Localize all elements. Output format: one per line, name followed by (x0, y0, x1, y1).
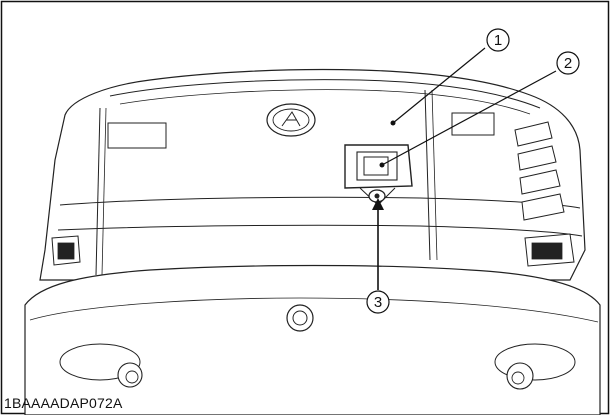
callout-3-number: 3 (374, 294, 382, 311)
figure-code: 1BAAAADAP072A (4, 395, 123, 411)
right-lamp (451, 112, 495, 136)
left-lower-knob-inner (125, 370, 139, 384)
left-seam-2 (101, 107, 107, 276)
emblem-mark (281, 111, 301, 127)
right-seam (424, 89, 431, 261)
lower-bolt-center (374, 193, 380, 199)
left-side-light-inner (57, 242, 75, 260)
right-seam-2 (431, 89, 438, 261)
lower-bumper (24, 264, 601, 415)
callout-2-number: 2 (564, 55, 572, 72)
callout-2-circle (556, 51, 580, 75)
right-lower-knob-inner (511, 371, 525, 385)
callout-1-number: 1 (494, 32, 502, 49)
right-grille (514, 121, 565, 221)
callout-2-pointer (379, 162, 385, 168)
callout-2-leader (381, 70, 557, 166)
left-seam (95, 107, 101, 276)
callout-3-circle (366, 290, 390, 314)
belt-line-bottom (57, 224, 583, 237)
rear-cover-panel (39, 68, 586, 281)
callout-1-circle (486, 28, 510, 52)
upper-ridge (109, 79, 541, 109)
callout-3-arrowhead (372, 198, 384, 210)
left-lamp (107, 122, 167, 149)
bumper-highlight (29, 297, 599, 323)
upper-ridge-2 (119, 89, 531, 115)
rear-socket-core (363, 156, 389, 176)
callout-1-pointer (390, 120, 396, 126)
right-side-light-inner (531, 242, 563, 260)
center-knob-inner (292, 310, 308, 326)
callout-1-leader (392, 47, 486, 124)
